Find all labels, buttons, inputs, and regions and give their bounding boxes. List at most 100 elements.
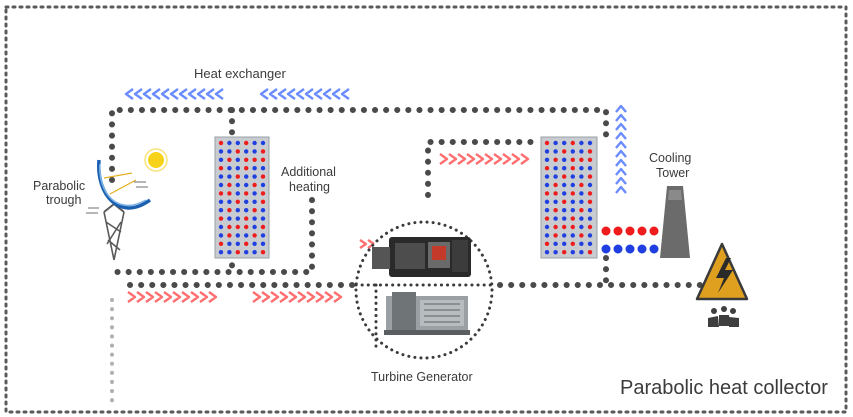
exchanger-dot — [236, 242, 240, 246]
exchanger-dot — [227, 174, 231, 178]
exchanger-dot — [227, 183, 231, 187]
exchanger-dot — [588, 225, 592, 229]
additional-heating-label-line2: heating — [289, 180, 330, 194]
exchanger-dot — [252, 242, 256, 246]
exchanger-dot — [562, 250, 566, 254]
exchanger-dot — [553, 191, 557, 195]
exchanger-dot — [562, 158, 566, 162]
exchanger-dot — [571, 208, 575, 212]
exchanger-dot — [219, 250, 223, 254]
exchanger-dot — [219, 242, 223, 246]
exchanger-dot — [579, 183, 583, 187]
heat-exchanger-panel-1 — [215, 137, 269, 258]
turbine-generator-label: Turbine Generator — [371, 370, 473, 384]
exchanger-dot — [236, 250, 240, 254]
exchanger-dot — [236, 183, 240, 187]
exchanger-dot — [588, 149, 592, 153]
exchanger-dot — [562, 216, 566, 220]
exchanger-dot — [236, 166, 240, 170]
exchanger-dot — [227, 200, 231, 204]
exchanger-dot — [553, 225, 557, 229]
exchanger-dot — [227, 158, 231, 162]
exchanger-dot — [227, 149, 231, 153]
exchanger-dot — [553, 166, 557, 170]
exchanger-dot — [261, 174, 265, 178]
exchanger-dot — [261, 200, 265, 204]
pipe-to-exchanger-two — [428, 142, 540, 195]
exchanger-dot — [545, 174, 549, 178]
pipe-additional-heating — [110, 200, 312, 272]
exchanger-dot — [236, 208, 240, 212]
exchanger-dot — [579, 141, 583, 145]
exchanger-dot — [244, 233, 248, 237]
exchanger-dot — [261, 216, 265, 220]
exchanger-dot — [588, 191, 592, 195]
exchanger-dot — [562, 200, 566, 204]
pipe-top-return — [112, 110, 606, 180]
exchanger-dot — [244, 208, 248, 212]
exchanger-dot — [579, 166, 583, 170]
exchanger-dot — [227, 242, 231, 246]
exchanger-dot — [252, 149, 256, 153]
exchanger-dot — [261, 166, 265, 170]
exchanger-dot — [579, 208, 583, 212]
exchanger-dot — [579, 242, 583, 246]
exchanger-dot — [571, 141, 575, 145]
exchanger-dot — [553, 183, 557, 187]
exchanger-dot — [236, 225, 240, 229]
exchanger-dot — [261, 149, 265, 153]
exchanger-dot — [261, 191, 265, 195]
exchanger-dot — [588, 200, 592, 204]
exchanger-dot — [562, 183, 566, 187]
exchanger-dot — [571, 250, 575, 254]
exchanger-dot — [219, 191, 223, 195]
exchanger-dot — [588, 166, 592, 170]
exchanger-dot — [252, 200, 256, 204]
exchanger-dot — [219, 141, 223, 145]
high-voltage-icon — [697, 244, 747, 299]
exchanger-dot — [244, 141, 248, 145]
additional-heating-label-line1: Additional — [281, 165, 336, 179]
exchanger-dot — [252, 216, 256, 220]
cooling-tower-icon — [660, 186, 690, 258]
exchanger-dot — [261, 250, 265, 254]
exchanger-dot — [588, 141, 592, 145]
exchanger-dot — [579, 149, 583, 153]
exchanger-dot — [261, 225, 265, 229]
exchanger-dot — [545, 208, 549, 212]
exchanger-dot — [236, 233, 240, 237]
exchanger-dot — [579, 191, 583, 195]
exchanger-dot — [571, 149, 575, 153]
exchanger-dot — [252, 158, 256, 162]
exchanger-dot — [545, 233, 549, 237]
exchanger-dot — [244, 149, 248, 153]
exchanger-dot — [571, 166, 575, 170]
exchanger-dot — [227, 166, 231, 170]
exchanger-dot — [545, 149, 549, 153]
exchanger-dot — [252, 225, 256, 229]
exchanger-dot — [588, 158, 592, 162]
exchanger-dot — [571, 191, 575, 195]
exchanger-dot — [219, 149, 223, 153]
exchanger-dot — [588, 216, 592, 220]
exchanger-dot — [545, 141, 549, 145]
exchanger-dot — [579, 250, 583, 254]
exchanger-dot — [219, 216, 223, 220]
exchanger-dot — [553, 208, 557, 212]
exchanger-dot — [571, 242, 575, 246]
exchanger-dot — [553, 141, 557, 145]
exchanger-dot — [562, 208, 566, 212]
exchanger-dot — [227, 208, 231, 212]
exchanger-dot — [219, 225, 223, 229]
exchanger-dot — [261, 158, 265, 162]
exchanger-dot — [219, 158, 223, 162]
exchanger-dot — [588, 233, 592, 237]
exchanger-dot — [579, 158, 583, 162]
exchanger-dot — [219, 183, 223, 187]
cold-flow-arrows-top — [126, 89, 349, 99]
exchanger-dot — [553, 250, 557, 254]
exchanger-dot — [244, 183, 248, 187]
exchanger-dot — [244, 242, 248, 246]
exchanger-dot — [227, 233, 231, 237]
